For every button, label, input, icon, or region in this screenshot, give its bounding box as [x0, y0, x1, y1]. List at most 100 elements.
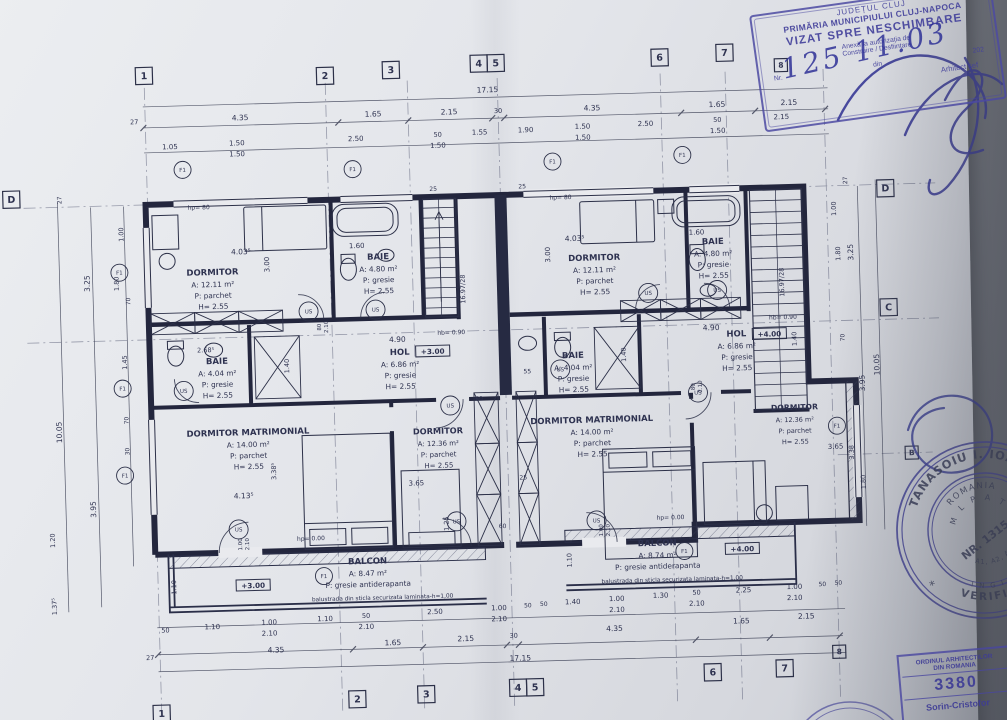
dim-label: hb= 0.90 [769, 314, 797, 322]
room-area: A: 8.74 m² [638, 550, 677, 560]
dim-label: 2.15 [457, 634, 474, 643]
dim-label: 2.68⁵ [197, 346, 215, 354]
dim-label: 2.10 [787, 594, 803, 602]
grid-bubble-label: D [881, 183, 889, 194]
dim-label: 1.40 [565, 598, 581, 606]
dim-label: 1.00 [238, 538, 244, 551]
dim-label: hb= 0.90 [437, 329, 465, 337]
dim-label: 1.65 [384, 638, 401, 647]
dim-label: 1.30 [653, 591, 669, 599]
room-area: A: 12.36 m² [418, 439, 460, 448]
door-mark-label: US [556, 367, 564, 373]
window-mark-label: F1 [549, 159, 556, 165]
grid-bubble-label: 6 [656, 53, 663, 64]
room-floor: P: parchet [576, 276, 613, 286]
dim-label: 1.00 [830, 201, 838, 216]
dim-label: 3.95 [89, 501, 98, 518]
room-floor: P: gresie [721, 352, 753, 362]
level-value: +4.00 [730, 544, 754, 554]
dim-label: 4.35 [232, 113, 249, 122]
dim-label: 27 [146, 654, 155, 662]
room-height: H= 2.55 [198, 302, 228, 312]
room-area: A: 4.04 m² [198, 368, 237, 378]
room-area: A: 12.11 m² [573, 265, 616, 275]
level-value: +3.00 [421, 347, 445, 357]
dim-label: 1.10 [565, 553, 573, 568]
room-height: H= 2.55 [577, 449, 607, 459]
dim-label: 55 [523, 368, 531, 375]
dim-label: 1.00 [117, 227, 125, 242]
dim-label: 2.10 [262, 629, 278, 637]
grid-bubble-label: 4 [515, 683, 522, 694]
dim-label: 3.38 [848, 445, 856, 460]
grid-bubble-label: C [885, 302, 892, 313]
window-mark-label: F1 [119, 387, 126, 393]
dim-label: 16.97/28 [778, 268, 787, 297]
dim-label: 50 [524, 602, 532, 609]
room-name: BAIE [367, 252, 389, 263]
door-mark-label: US [713, 288, 721, 294]
stamp-nr-label: Nr. [773, 74, 784, 83]
dim-label: 30 [124, 447, 131, 455]
dim-label: 2.10 [491, 615, 507, 623]
room-name: HOL [390, 348, 411, 359]
window-mark-label: F1 [179, 168, 186, 174]
dim-label: 3.00 [544, 247, 552, 263]
room-name: DORMITOR [568, 253, 621, 264]
verifier-stamp: TANASOIU I. IOAN VERIFICATOR I N G I N E… [895, 430, 1007, 619]
grid-bubble-label: D [7, 195, 15, 206]
dim-label: 27 [842, 176, 849, 184]
room-floor: P: gresie [698, 260, 730, 270]
dim-label: 1.40 [620, 347, 628, 362]
door-mark-label: US [694, 390, 702, 396]
door-mark-label: US [644, 291, 652, 297]
dim-label: 2.50 [638, 120, 654, 128]
dim-label: 10.05 [55, 421, 65, 443]
dim-label: 80 [317, 323, 323, 331]
grid-bubble-label: 1 [158, 709, 165, 720]
dim-label: 50 [362, 612, 371, 620]
room-floor: P: gresie antiderapanta [325, 579, 411, 590]
grid-bubble-label: 2 [354, 694, 361, 705]
dim-label: 1.40 [283, 359, 291, 374]
window-mark-label: F1 [116, 271, 123, 277]
room-name: DORMITOR [186, 267, 239, 278]
dim-label: 2.50 [348, 135, 364, 143]
room-area: A: 6.86 m² [381, 359, 420, 369]
room-floor: P: parchet [230, 451, 267, 461]
dim-label: 3.65 [828, 443, 844, 451]
grid-bubble-label: 1 [140, 71, 147, 82]
room-floor: P: parchet [194, 291, 231, 301]
grid-bubble-label: 5 [492, 58, 499, 69]
level-value: +3.00 [241, 581, 265, 591]
room-name: DORMITOR [771, 402, 818, 412]
dim-label: 2.10 [324, 320, 330, 333]
grid-bubble-label: 3 [387, 65, 394, 76]
grid-bubble-label: 7 [721, 48, 728, 59]
dim-label: 1.45 [121, 355, 129, 370]
dim-label: 50 [692, 589, 701, 597]
dim-label: 1.65 [733, 616, 750, 625]
dim-label: 1.50 [229, 139, 245, 147]
dim-label: 1.50 [430, 142, 446, 150]
dim-label: 10.05 [872, 353, 882, 375]
dim-label: 25 [519, 474, 527, 481]
room-name: BAIE [702, 237, 724, 248]
dim-label: 1.00 [787, 583, 803, 591]
door-mark-label: US [446, 403, 454, 409]
dim-label: 16.97/28 [459, 274, 468, 303]
level-value: +4.00 [757, 329, 781, 339]
dim-label: 1.60 [689, 228, 705, 236]
dim-label: 4.13⁵ [234, 491, 254, 501]
room-height: H= 2.55 [559, 385, 589, 395]
dim-label: 1.40 [790, 332, 798, 347]
dim-label: 1.00 [609, 595, 625, 603]
room-height: H= 2.55 [699, 271, 729, 281]
dim-label: 1.10 [317, 615, 333, 623]
dim-label: 30 [509, 632, 518, 640]
room-height: H= 2.55 [580, 287, 610, 297]
dimension-lines [57, 87, 886, 673]
stamp-year: 202 [972, 46, 985, 55]
